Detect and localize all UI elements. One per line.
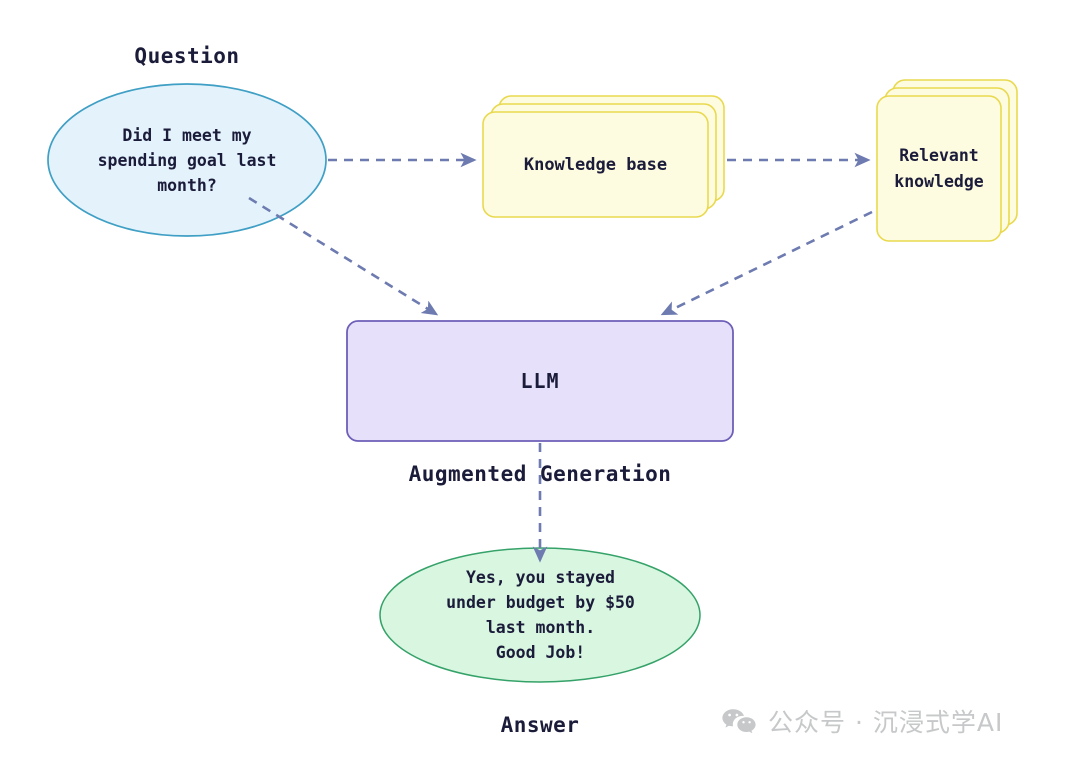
- question-ellipse: [47, 83, 327, 237]
- answer-caption: Answer: [500, 713, 580, 737]
- wechat-icon: [722, 709, 756, 734]
- knowledge-base-card-front: [482, 111, 709, 218]
- question-caption: Question: [134, 44, 240, 68]
- edge-question-to-llm: [248, 196, 439, 316]
- llm-box: [346, 320, 734, 442]
- augmented-generation-edge-label: Augmented Generation: [408, 462, 672, 486]
- relevant-knowledge-card-front: [876, 95, 1002, 242]
- answer-ellipse: [379, 547, 701, 683]
- knowledge-base-card-stack: [482, 95, 725, 218]
- relevant-knowledge-card-stack: [876, 79, 1018, 242]
- watermark-text: 公众号 · 沉浸式学AI: [768, 707, 1004, 737]
- edge-relevant-knowledge-to-llm: [660, 210, 873, 316]
- watermark: 公众号 · 沉浸式学AI: [722, 708, 1003, 736]
